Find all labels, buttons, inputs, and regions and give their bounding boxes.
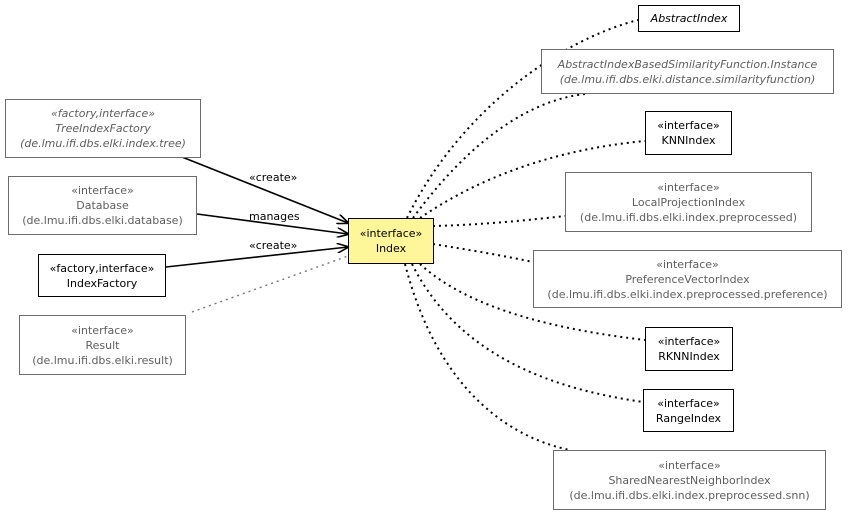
database-name: Database xyxy=(76,199,129,212)
database-package: (de.lmu.ifi.dbs.elki.database) xyxy=(22,214,183,227)
shared-nn-package: (de.lmu.ifi.dbs.elki.index.preprocessed.… xyxy=(569,488,810,502)
result-stereotype: «interface» xyxy=(71,323,134,337)
edge-label-create-factory: «create» xyxy=(249,239,297,252)
edge-result-index xyxy=(191,255,349,313)
result-package: (de.lmu.ifi.dbs.elki.result) xyxy=(32,353,173,367)
edge-treeindexfactory-index xyxy=(181,156,348,223)
database-node[interactable]: «interface» Database (de.lmu.ifi.dbs.elk… xyxy=(8,176,197,235)
shared-nn-name: SharedNearestNeighborIndex xyxy=(608,473,771,487)
preference-vector-package: (de.lmu.ifi.dbs.elki.index.preprocessed.… xyxy=(547,287,828,301)
knn-index-stereotype: «interface» xyxy=(657,119,720,132)
local-projection-package: (de.lmu.ifi.dbs.elki.index.preprocessed) xyxy=(579,210,798,224)
index-stereotype: «interface» xyxy=(359,227,423,240)
rknn-index-name: RKNNIndex xyxy=(658,350,720,363)
index-name: Index xyxy=(375,242,407,255)
edge-index-knnindex xyxy=(419,140,646,219)
index-factory-stereotype: «factory,interface» xyxy=(49,261,155,275)
edge-index-rangeindex xyxy=(411,263,644,403)
edge-database-index xyxy=(196,213,348,234)
range-index-stereotype: «interface» xyxy=(657,396,720,410)
abstract-similarity-name: AbstractIndexBasedSimilarityFunction.Ins… xyxy=(557,57,818,71)
index-factory-node[interactable]: «factory,interface» IndexFactory xyxy=(38,254,166,297)
range-index-node[interactable]: «interface» RangeIndex xyxy=(643,389,734,432)
tree-index-factory-stereotype: «factory,interface» xyxy=(50,107,156,120)
index-factory-name: IndexFactory xyxy=(66,276,138,290)
edge-index-abstract-similarity xyxy=(412,93,586,219)
local-projection-stereotype: «interface» xyxy=(657,180,720,194)
result-name: Result xyxy=(85,338,120,352)
preference-vector-stereotype: «interface» xyxy=(656,257,719,271)
preference-vector-name: PreferenceVectorIndex xyxy=(625,272,750,286)
abstract-similarity-node[interactable]: AbstractIndexBasedSimilarityFunction.Ins… xyxy=(541,49,834,94)
edge-indexfactory-index xyxy=(165,247,348,268)
knn-index-name: KNNIndex xyxy=(661,134,716,147)
tree-index-factory-node[interactable]: «factory,interface» TreeIndexFactory (de… xyxy=(5,99,201,158)
edge-label-create-tree: «create» xyxy=(249,171,297,184)
tree-index-factory-package: (de.lmu.ifi.dbs.elki.index.tree) xyxy=(20,137,186,150)
abstract-index-node[interactable]: AbstractIndex xyxy=(638,5,740,32)
shared-nn-node[interactable]: «interface» SharedNearestNeighborIndex (… xyxy=(553,450,826,510)
local-projection-name: LocalProjectionIndex xyxy=(631,195,746,209)
range-index-name: RangeIndex xyxy=(655,411,722,425)
edge-label-manages: manages xyxy=(249,210,300,223)
tree-index-factory-name: TreeIndexFactory xyxy=(55,122,151,135)
local-projection-node[interactable]: «interface» LocalProjectionIndex (de.lmu… xyxy=(565,172,812,232)
abstract-index-name: AbstractIndex xyxy=(650,12,728,25)
abstract-similarity-package: (de.lmu.ifi.dbs.elki.distance.similarity… xyxy=(559,72,816,86)
knn-index-node[interactable]: «interface» KNNIndex xyxy=(645,111,732,155)
edge-index-localprojection xyxy=(432,215,566,227)
result-node[interactable]: «interface» Result (de.lmu.ifi.dbs.elki.… xyxy=(19,315,186,375)
shared-nn-stereotype: «interface» xyxy=(658,458,721,472)
edge-index-sharednn xyxy=(404,263,571,451)
rknn-index-stereotype: «interface» xyxy=(657,335,721,348)
rknn-index-node[interactable]: «interface» RKNNIndex xyxy=(645,327,733,371)
database-stereotype: «interface» xyxy=(71,184,134,197)
edge-index-preferencevector xyxy=(432,243,534,263)
index-node[interactable]: «interface» Index xyxy=(348,218,434,264)
preference-vector-node[interactable]: «interface» PreferenceVectorIndex (de.lm… xyxy=(533,250,842,308)
